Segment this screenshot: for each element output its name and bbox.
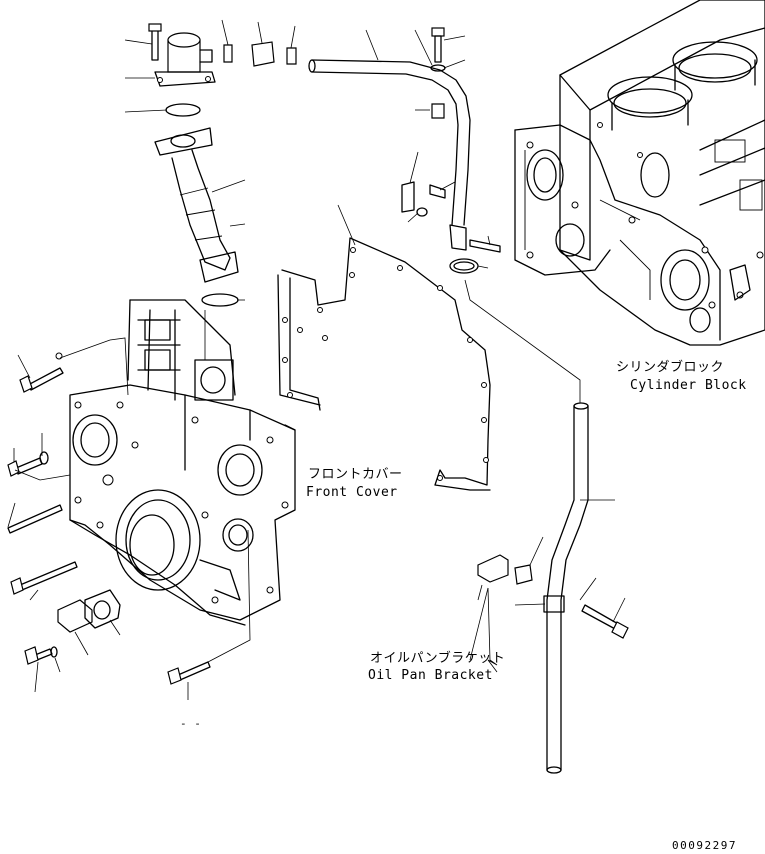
elbow-pipe — [154, 127, 239, 283]
bracket-bolt — [581, 604, 629, 639]
small-fittings — [148, 23, 297, 67]
front-cover-gasket — [277, 237, 491, 491]
o-ring-upper — [165, 103, 201, 117]
drawing-number: 00092297 — [672, 839, 737, 852]
oil-pan-bracket-label-jp: オイルパンブラケット — [370, 651, 506, 666]
outlet-housing — [154, 32, 216, 87]
cover-bolt-1 — [19, 352, 64, 393]
oil-pan-bracket — [477, 554, 533, 585]
cover-plate — [57, 589, 121, 633]
front-cover — [69, 299, 296, 626]
cover-bolt-3 — [10, 561, 78, 595]
front-cover-label-en: Front Cover — [306, 485, 398, 500]
front-cover-label-jp: フロントカバー — [308, 467, 403, 482]
cylinder-block-label-en: Cylinder Block — [630, 378, 747, 393]
cylinder-block-label-jp: シリンダブロック — [616, 360, 725, 375]
dipstick-tube — [543, 402, 589, 774]
cover-bolt-5 — [167, 661, 211, 685]
bracket-pointer — [469, 587, 489, 661]
pipe-sleeve — [431, 103, 445, 119]
o-ring-lower — [201, 293, 239, 307]
hose-clamp — [449, 258, 479, 274]
dash-marks: - - — [180, 717, 202, 730]
oil-pan-bracket-label-en: Oil Pan Bracket — [368, 668, 493, 683]
cover-bolt-4 — [24, 646, 58, 665]
bypass-pipe — [308, 59, 471, 251]
leader-lines — [7, 19, 626, 700]
pipe-bolt-top — [430, 27, 446, 72]
cylinder-block — [514, 0, 765, 346]
cover-pin — [7, 504, 63, 534]
cover-bolt-2 — [7, 451, 49, 477]
